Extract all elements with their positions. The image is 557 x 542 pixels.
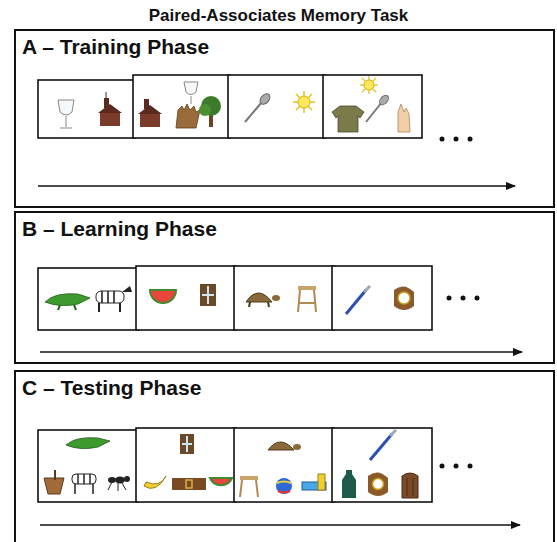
phase-panel: A – Training Phase — [14, 29, 555, 208]
phase-panel: B – Learning Phase — [14, 211, 555, 364]
phase-heading: C – Testing Phase — [22, 376, 201, 400]
phase-heading: A – Training Phase — [22, 35, 209, 59]
phase-heading: B – Learning Phase — [22, 217, 217, 241]
phase-panel: C – Testing Phase — [14, 370, 555, 542]
diagram-title: Paired-Associates Memory Task — [0, 6, 557, 26]
